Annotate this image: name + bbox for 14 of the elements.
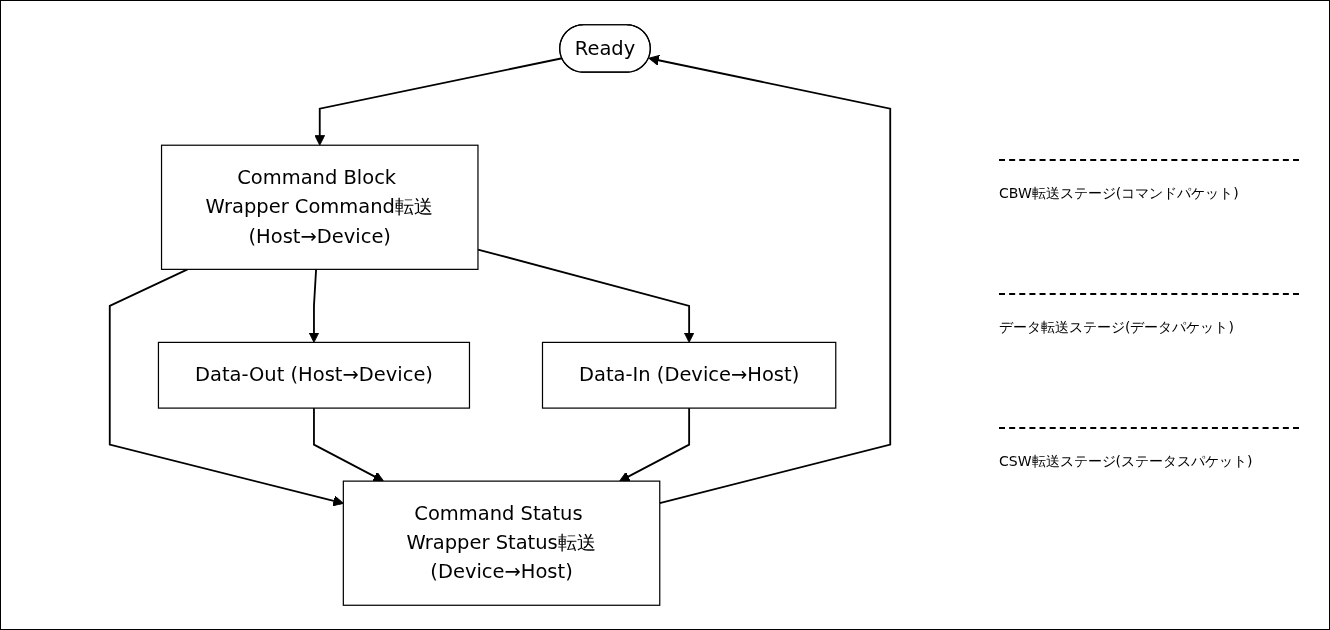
arrow bbox=[313, 407, 384, 482]
arrow bbox=[308, 268, 320, 343]
stage-label: CBW転送ステージ(コマンドパケット) bbox=[999, 185, 1239, 203]
node-box: Command Status Wrapper Status転送(Device→Host) bbox=[342, 480, 661, 606]
arrow bbox=[648, 55, 892, 504]
arrow bbox=[314, 57, 564, 146]
arrow bbox=[619, 407, 691, 482]
node-box: Command Block Wrapper Command転送(Host→Device) bbox=[160, 144, 479, 270]
arrow bbox=[477, 248, 695, 343]
stage-label: データ転送ステージ(データパケット) bbox=[999, 319, 1234, 337]
arrow bbox=[108, 268, 344, 507]
node-box: Data-In (Device→Host) bbox=[541, 341, 837, 409]
stage-label: CSW転送ステージ(ステータスパケット) bbox=[999, 453, 1253, 471]
node-box: Data-Out (Host→Device) bbox=[157, 341, 471, 409]
